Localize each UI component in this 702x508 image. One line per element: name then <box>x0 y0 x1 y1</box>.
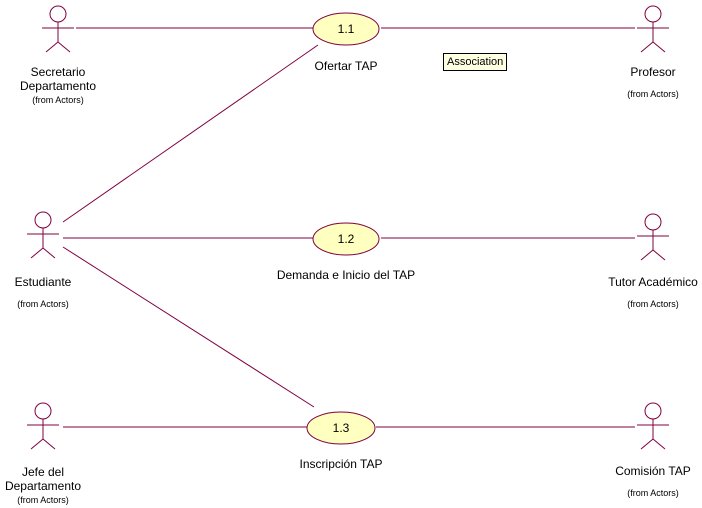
association-estudiante-inscripcion[interactable] <box>62 246 315 408</box>
use-case-id: 1.3 <box>333 421 350 435</box>
actor-estudiante-icon[interactable] <box>27 211 59 259</box>
actor-tutor-icon[interactable] <box>637 213 669 261</box>
actor-jefe-name-line1: Jefe del <box>21 465 65 479</box>
use-case-ofertar-name: Ofertar TAP <box>314 59 378 73</box>
actor-secretario-from: (from Actors) <box>32 95 84 105</box>
actor-jefe-from: (from Actors) <box>17 495 69 505</box>
actor-secretario-icon[interactable] <box>42 5 74 53</box>
actor-comision-name: Comisión TAP <box>615 464 691 478</box>
actor-profesor-name: Profesor <box>630 65 676 79</box>
actor-comision-icon[interactable] <box>637 402 669 450</box>
use-case-inscripcion[interactable]: 1.3 <box>306 411 376 445</box>
actor-jefe-name-line2: Departamento <box>4 479 82 493</box>
use-case-id: 1.2 <box>338 232 355 246</box>
use-case-inscripcion-name: Inscripción TAP <box>299 457 383 471</box>
actor-tutor-name: Tutor Académico <box>608 275 698 289</box>
association-tooltip: Association <box>443 53 508 71</box>
actor-jefe-icon[interactable] <box>27 402 59 450</box>
use-case-demanda[interactable]: 1.2 <box>312 222 380 256</box>
actor-profesor-from: (from Actors) <box>627 89 679 99</box>
actor-estudiante-name: Estudiante <box>14 275 72 289</box>
actor-comision-from: (from Actors) <box>627 488 679 498</box>
actor-tutor-from: (from Actors) <box>627 299 679 309</box>
association-estudiante-ofertar[interactable] <box>62 44 319 223</box>
actor-profesor-icon[interactable] <box>637 5 669 53</box>
use-case-ofertar[interactable]: 1.1 <box>312 12 380 46</box>
actor-estudiante-from: (from Actors) <box>17 299 69 309</box>
use-case-demanda-name: Demanda e Inicio del TAP <box>276 268 416 282</box>
actor-secretario-name-line1: Secretario <box>30 65 86 79</box>
use-case-id: 1.1 <box>338 22 355 36</box>
actor-secretario-name-line2: Departamento <box>19 79 97 93</box>
